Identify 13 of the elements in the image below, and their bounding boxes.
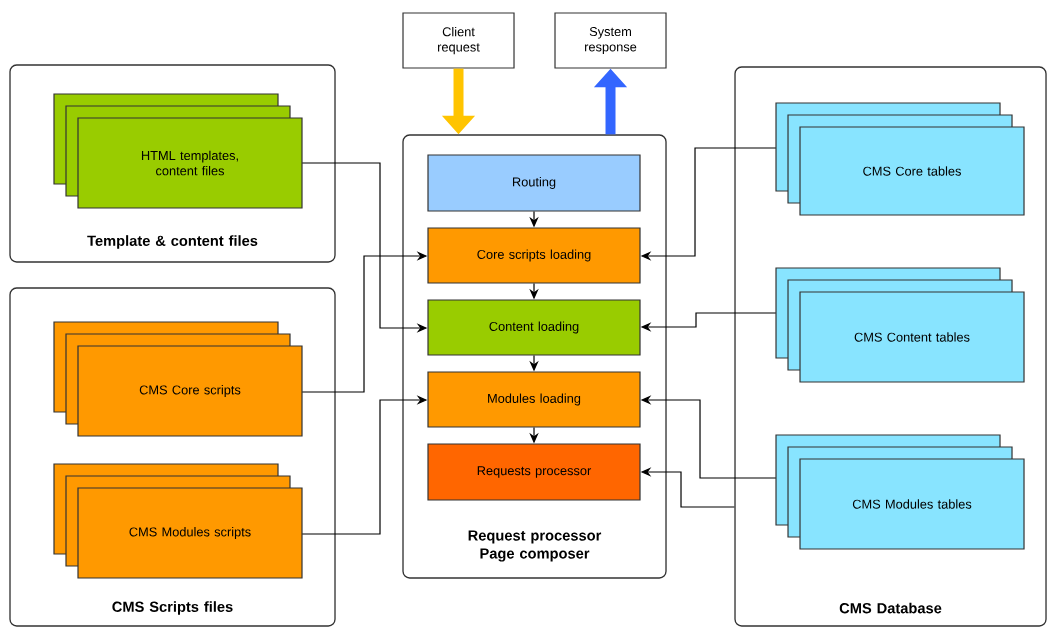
process-box: Requests processor — [427, 443, 641, 501]
process-box: Content loading — [427, 299, 641, 356]
label-box: System response — [554, 12, 667, 69]
label-box: Client request — [402, 12, 515, 69]
process-box: Routing — [427, 154, 641, 212]
document-stack: CMS Core scripts — [53, 321, 303, 437]
process-box: Modules loading — [427, 371, 641, 428]
process-box: Core scripts loading — [427, 227, 641, 284]
document-stack: CMS Modules scripts — [53, 463, 303, 579]
document-stack: HTML templates, content files — [53, 93, 303, 209]
document-stack: CMS Core tables — [775, 102, 1025, 216]
document-stack: CMS Content tables — [775, 267, 1025, 383]
document-stack: CMS Modules tables — [775, 434, 1025, 550]
